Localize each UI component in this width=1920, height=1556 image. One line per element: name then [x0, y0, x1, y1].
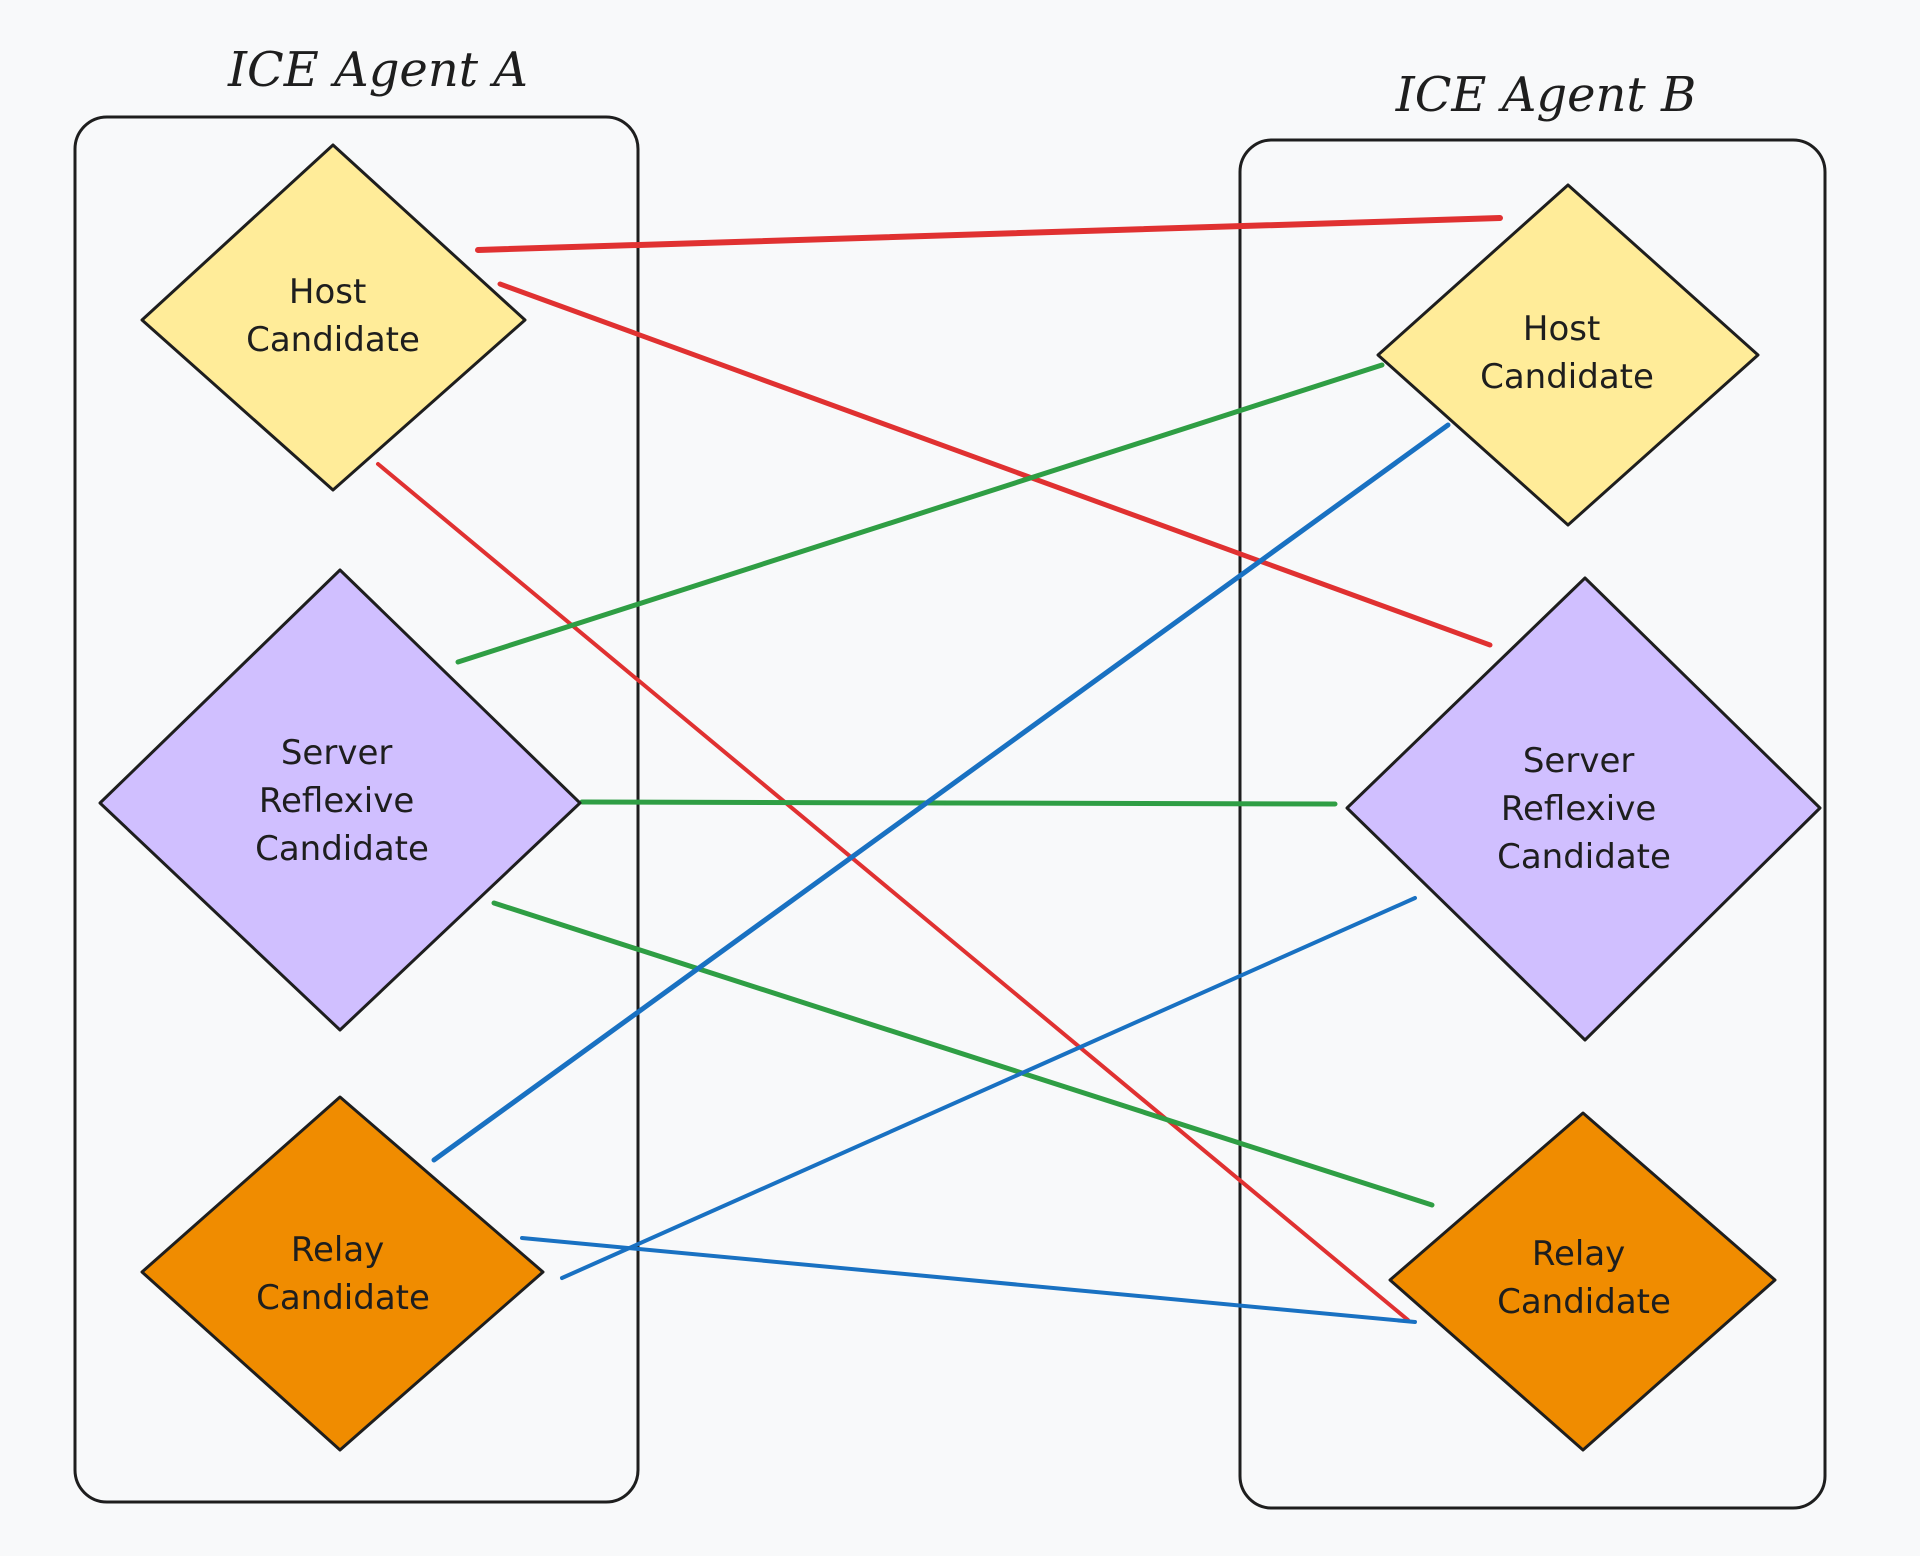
agent-a-host-candidate[interactable]: Host Candidate [140, 143, 527, 492]
agent-a-box [73, 115, 640, 1504]
node-label: Relay Candidate [256, 1230, 430, 1318]
agent-b-server-reflexive-candidate[interactable]: Server Reflexive Candidate [1345, 576, 1822, 1042]
agent-b-title: ICE Agent B [1395, 67, 1697, 123]
connection-a-host-to-b-host [475, 215, 1503, 253]
diamond-shape [1388, 1111, 1777, 1452]
connection-a-relay-to-b-srflx [560, 896, 1417, 1280]
connection-a-relay-to-b-host [431, 422, 1451, 1163]
connection-a-host-to-b-srflx [497, 281, 1493, 648]
diamond-shape [1345, 576, 1822, 1042]
node-label: Relay Candidate [1497, 1234, 1671, 1322]
connections-layer [376, 215, 1503, 1324]
diamond-shape [140, 1095, 545, 1452]
agent-b-host-candidate[interactable]: Host Candidate [1376, 183, 1760, 527]
node-label: Server Reflexive Candidate [255, 733, 429, 869]
node-label: Server Reflexive Candidate [1497, 741, 1671, 877]
connection-a-host-to-b-relay [376, 462, 1410, 1322]
agent-a-title: ICE Agent A [227, 42, 528, 98]
node-label: Host Candidate [246, 272, 420, 360]
connection-a-srflx-to-b-host [455, 362, 1385, 665]
connection-a-relay-to-b-relay [520, 1236, 1417, 1324]
connection-a-srflx-to-b-relay [491, 900, 1435, 1208]
connection-a-srflx-to-b-srflx [579, 799, 1338, 807]
diamond-shape [1376, 183, 1760, 527]
agent-b-box [1238, 138, 1827, 1510]
agent-b-relay-candidate[interactable]: Relay Candidate [1388, 1111, 1777, 1452]
diamond-shape [98, 568, 582, 1032]
node-label: Host Candidate [1480, 309, 1654, 397]
diamond-shape [140, 143, 527, 492]
agent-a-relay-candidate[interactable]: Relay Candidate [140, 1095, 545, 1452]
agent-a-server-reflexive-candidate[interactable]: Server Reflexive Candidate [98, 568, 582, 1032]
